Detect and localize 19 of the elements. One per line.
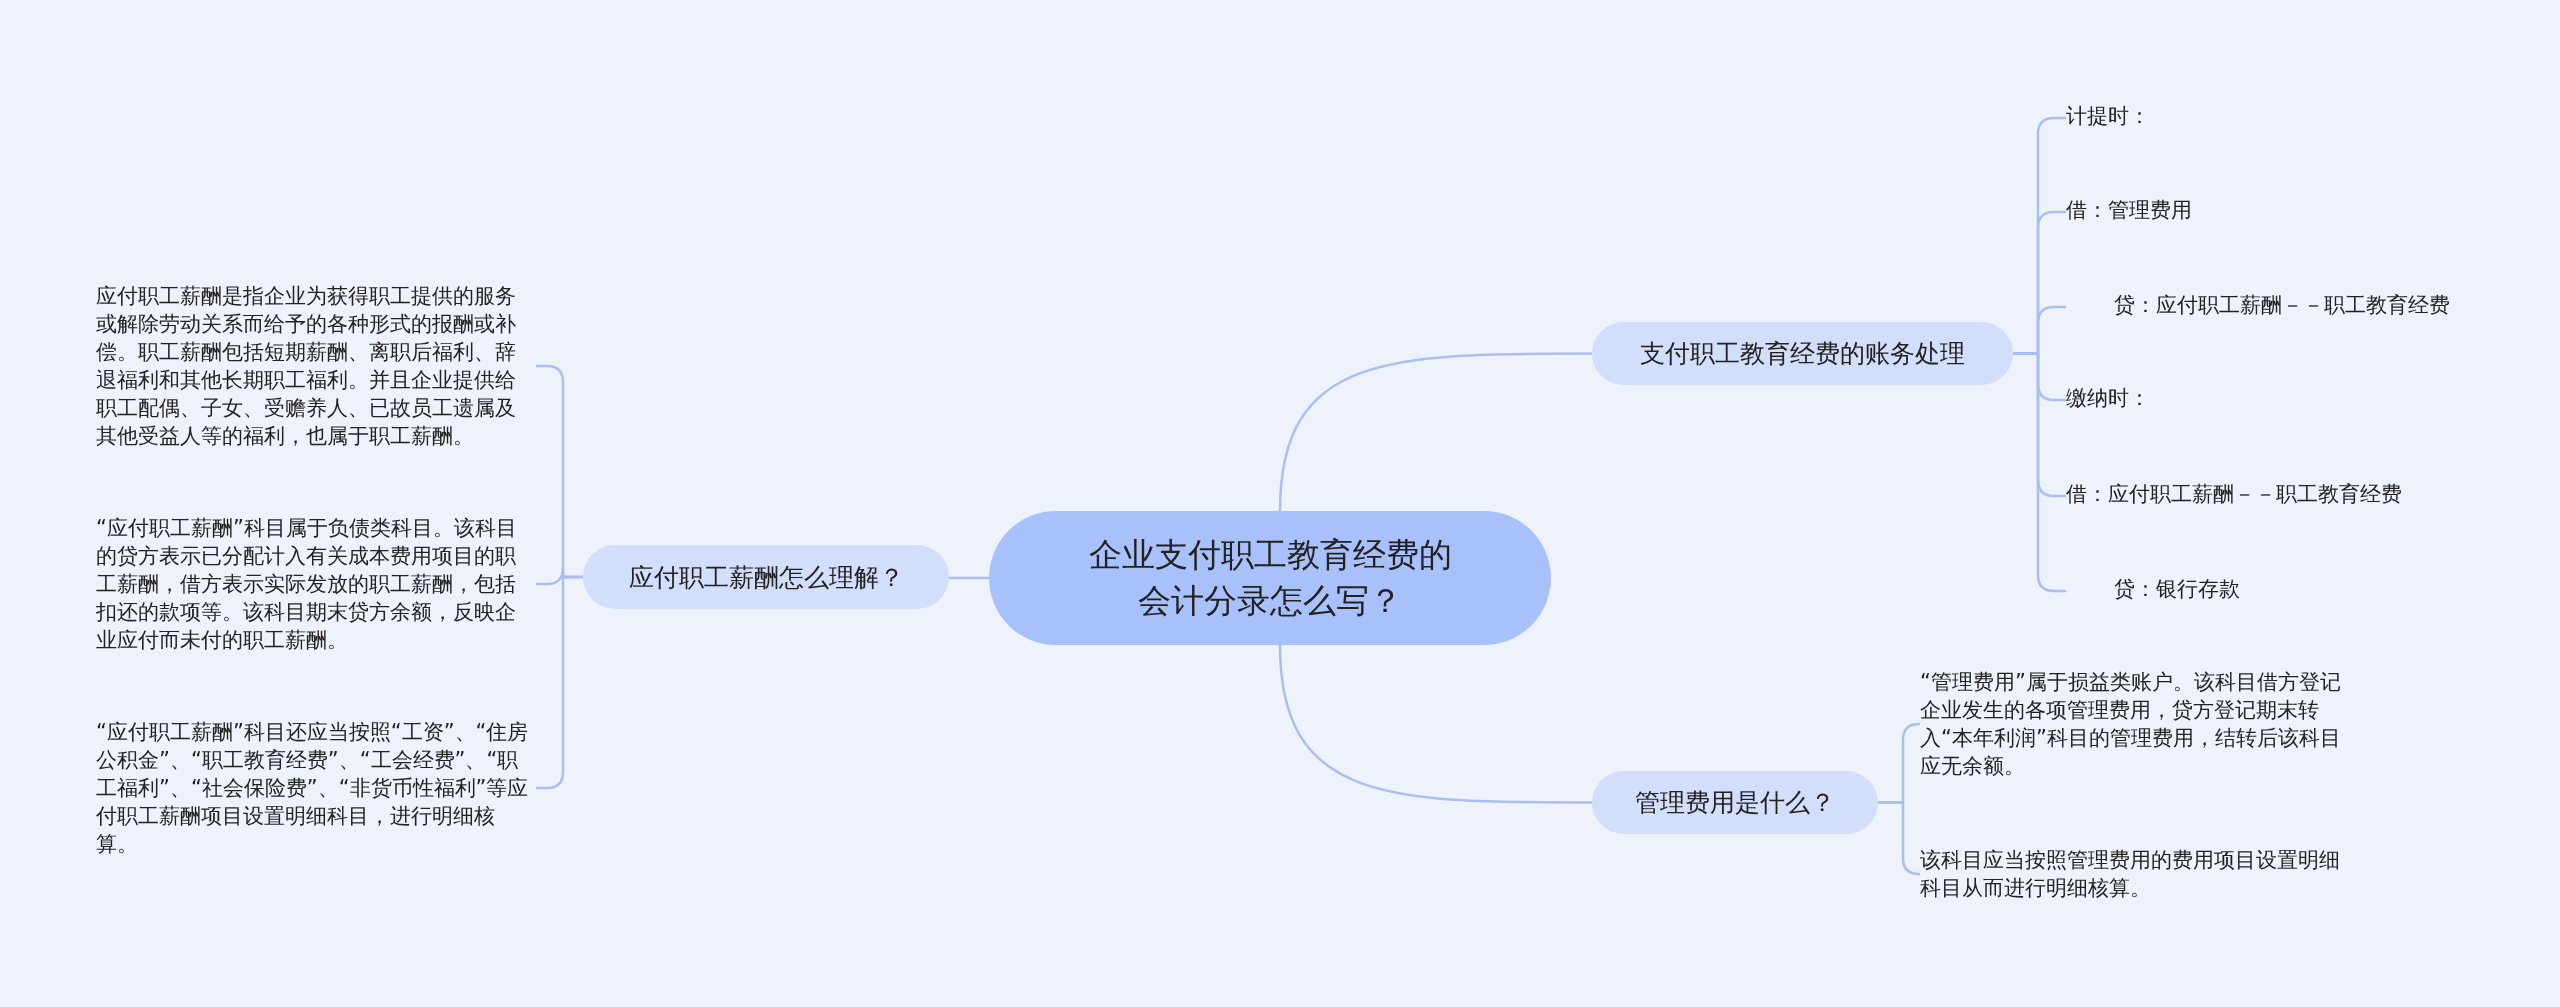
- topic-box: 管理费用是什么？: [1592, 771, 1878, 834]
- note-text: 应付职工薪酬是指企业为获得职工提供的服务或解除劳动关系而给予的各种形式的报酬或补偿。职工薪酬包括短期薪酬、离职后福利、辞退福利和其他长期职工福利。并且企业提供给职工配偶、子女、受赡养人、已故员工遗属及其他受益人等的福利，也属于职工薪酬。: [96, 282, 536, 450]
- entry-text: 缴纳时：: [2066, 384, 2150, 416]
- connector-line: [1878, 801, 1921, 876]
- connector-line: [1278, 352, 1592, 512]
- note-text: “管理费用”属于损益类账户。该科目借方登记企业发生的各项管理费用，贷方登记期末转入“本年利润”科目的管理费用，结转后该科目应无余额。: [1920, 668, 2360, 780]
- entry-text: 计提时：: [2066, 102, 2150, 134]
- note-text: 该科目应当按照管理费用的费用项目设置明细科目从而进行明细核算。: [1920, 846, 2360, 902]
- note-text: “应付职工薪酬”科目属于负债类科目。该科目的贷方表示已分配计入有关成本费用项目的职工薪酬，借方表示实际发放的职工薪酬，包括扣还的款项等。该科目期末贷方余额，反映企业应付而未付的职工薪酬。: [96, 514, 536, 654]
- note-text: “应付职工薪酬”科目还应当按照“工资”、“住房公积金”、“职工教育经费”、“工会经费”、“职工福利”、“社会保险费”、“非货币性福利”等应付职工薪酬项目设置明细科目，进行明细核算。: [96, 718, 536, 858]
- connector-line: [949, 576, 989, 580]
- entry-text: 借：应付职工薪酬－－职工教育经费: [2066, 480, 2402, 512]
- connector-line: [1278, 644, 1592, 804]
- topic-box: 支付职工教育经费的账务处理: [1592, 322, 2013, 385]
- entry-text: 借：管理费用: [2066, 196, 2192, 228]
- entry-text: 贷：应付职工薪酬－－职工教育经费: [2066, 291, 2450, 323]
- topic-box: 应付职工薪酬怎么理解？: [583, 545, 949, 609]
- entry-text: 贷：银行存款: [2066, 575, 2240, 607]
- central-topic: 企业支付职工教育经费的会计分录怎么写？: [989, 511, 1551, 645]
